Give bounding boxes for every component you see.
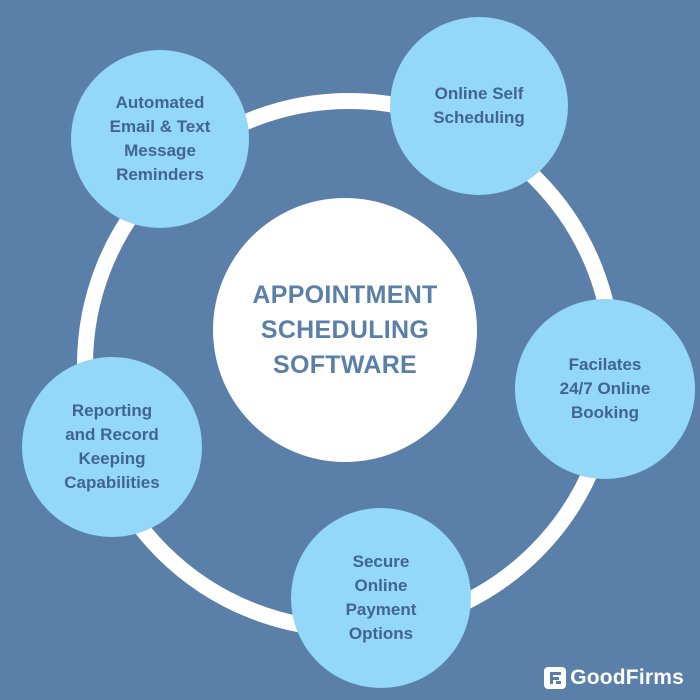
node-label-line: Reminders — [116, 165, 204, 184]
center-title-line: SCHEDULING — [260, 315, 430, 344]
feature-node-payment-options: Secure Online Payment Options — [291, 508, 471, 688]
node-label-line: Message — [124, 141, 196, 160]
node-label-line: Options — [348, 624, 414, 643]
node-label-line: Secure — [352, 552, 410, 571]
node-label-line: Keeping — [78, 449, 146, 468]
goodfirms-logo-icon — [544, 667, 567, 689]
node-label-line: Reporting — [71, 401, 153, 420]
node-label-line: Automated — [115, 93, 205, 112]
goodfirms-logo: GoodFirms — [544, 666, 684, 690]
feature-node-self-scheduling: Online Self Scheduling — [390, 17, 568, 195]
node-label-line: Capabilities — [64, 473, 160, 492]
node-label-line: Scheduling — [433, 108, 525, 127]
node-label: Online Self Scheduling — [433, 82, 525, 130]
center-title-line: SOFTWARE — [272, 350, 418, 379]
node-label-line: Payment — [345, 600, 417, 619]
node-label: Secure Online Payment Options — [346, 550, 417, 646]
center-title: APPOINTMENT SCHEDULING SOFTWARE — [252, 278, 437, 383]
node-label: Automated Email & Text Message Reminders — [110, 91, 211, 187]
center-title-line: APPOINTMENT — [252, 280, 438, 309]
goodfirms-logo-text: GoodFirms — [570, 666, 684, 689]
node-label-line: Online Self — [434, 84, 524, 103]
node-label-line: Facilates — [568, 355, 642, 374]
node-label-line: 24/7 Online — [559, 379, 651, 398]
feature-node-reporting: Reporting and Record Keeping Capabilitie… — [22, 357, 202, 537]
node-label-line: Booking — [570, 403, 639, 422]
node-label-line: and Record — [65, 425, 159, 444]
feature-node-online-booking: Facilates 24/7 Online Booking — [515, 299, 695, 479]
node-label-line: Online — [354, 576, 408, 595]
center-hub: APPOINTMENT SCHEDULING SOFTWARE — [213, 198, 477, 462]
node-label-line: Email & Text — [109, 117, 211, 136]
feature-node-reminders: Automated Email & Text Message Reminders — [71, 50, 249, 228]
node-label: Reporting and Record Keeping Capabilitie… — [64, 399, 159, 495]
node-label: Facilates 24/7 Online Booking — [560, 353, 651, 425]
